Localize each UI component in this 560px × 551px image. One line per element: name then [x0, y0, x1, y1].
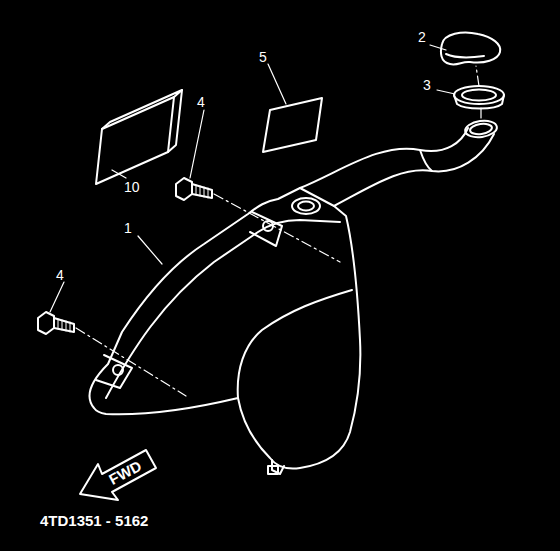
callout-number: 4 — [197, 95, 205, 109]
ring-part — [454, 86, 504, 109]
callout-number: 4 — [56, 268, 64, 282]
callout-number: 2 — [418, 30, 426, 44]
callout-number: 5 — [259, 50, 267, 64]
callout-number: 10 — [124, 180, 140, 194]
sticker-part — [263, 98, 322, 152]
arrow-shape — [80, 450, 156, 500]
part-code: 4TD1351 - 5162 — [40, 513, 148, 528]
cap-part — [441, 32, 500, 64]
leader-lines — [50, 45, 455, 312]
direction-text: FWD — [106, 457, 143, 486]
callout-number: 1 — [124, 221, 132, 235]
direction-arrow: FWD — [78, 430, 164, 502]
filler-hose — [300, 119, 498, 206]
tank-body — [90, 188, 361, 474]
bolt-lower — [38, 312, 74, 334]
callout-number: 3 — [423, 78, 431, 92]
assembly-lines — [76, 66, 481, 396]
box-part — [96, 90, 182, 184]
bolt-upper — [176, 178, 212, 200]
